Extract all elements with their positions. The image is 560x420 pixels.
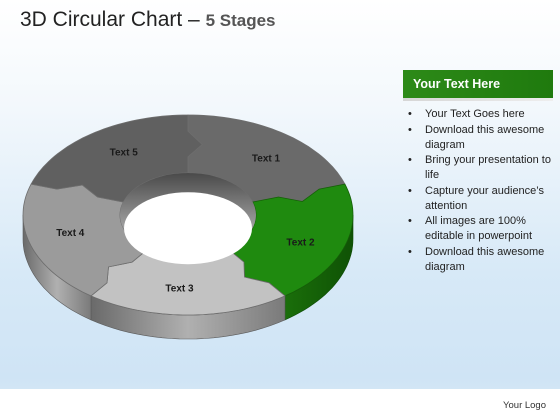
title-subtitle: 5 Stages xyxy=(205,11,276,30)
segment-labels: Text 1 Text 2 Text 3 Text 4 Text 5 xyxy=(56,147,315,294)
bullet-item: Capture your audience’s attention xyxy=(408,184,553,214)
ring-segments xyxy=(22,114,354,316)
bullet-list: Your Text Goes here Download this awesom… xyxy=(403,107,553,275)
footer-logo-text: Your Logo xyxy=(503,400,546,411)
title-dash: – xyxy=(182,8,206,31)
bullet-item: Bring your presentation to life xyxy=(408,153,553,183)
title-main: 3D Circular Chart xyxy=(20,8,183,31)
footer: Your Logo xyxy=(0,389,560,420)
hole-opening xyxy=(124,192,252,265)
text-panel: Your Text Here Your Text Goes here Downl… xyxy=(403,70,553,275)
segment-label: Text 3 xyxy=(165,284,194,295)
ring-hole xyxy=(120,173,256,265)
panel-header-divider xyxy=(403,98,553,101)
segment-label: Text 5 xyxy=(110,147,139,158)
page-title: 3D Circular Chart – 5 Stages xyxy=(20,8,276,32)
segment-label: Text 2 xyxy=(286,238,315,249)
bullet-item: Download this awesome diagram xyxy=(408,123,553,153)
bullet-item: Your Text Goes here xyxy=(408,107,553,122)
segment-label: Text 1 xyxy=(252,153,281,164)
segment-label: Text 4 xyxy=(56,228,85,239)
panel-header: Your Text Here xyxy=(403,70,553,98)
bullet-item: Download this awesome diagram xyxy=(408,245,553,275)
bullet-item: All images are 100% editable in powerpoi… xyxy=(408,214,553,244)
